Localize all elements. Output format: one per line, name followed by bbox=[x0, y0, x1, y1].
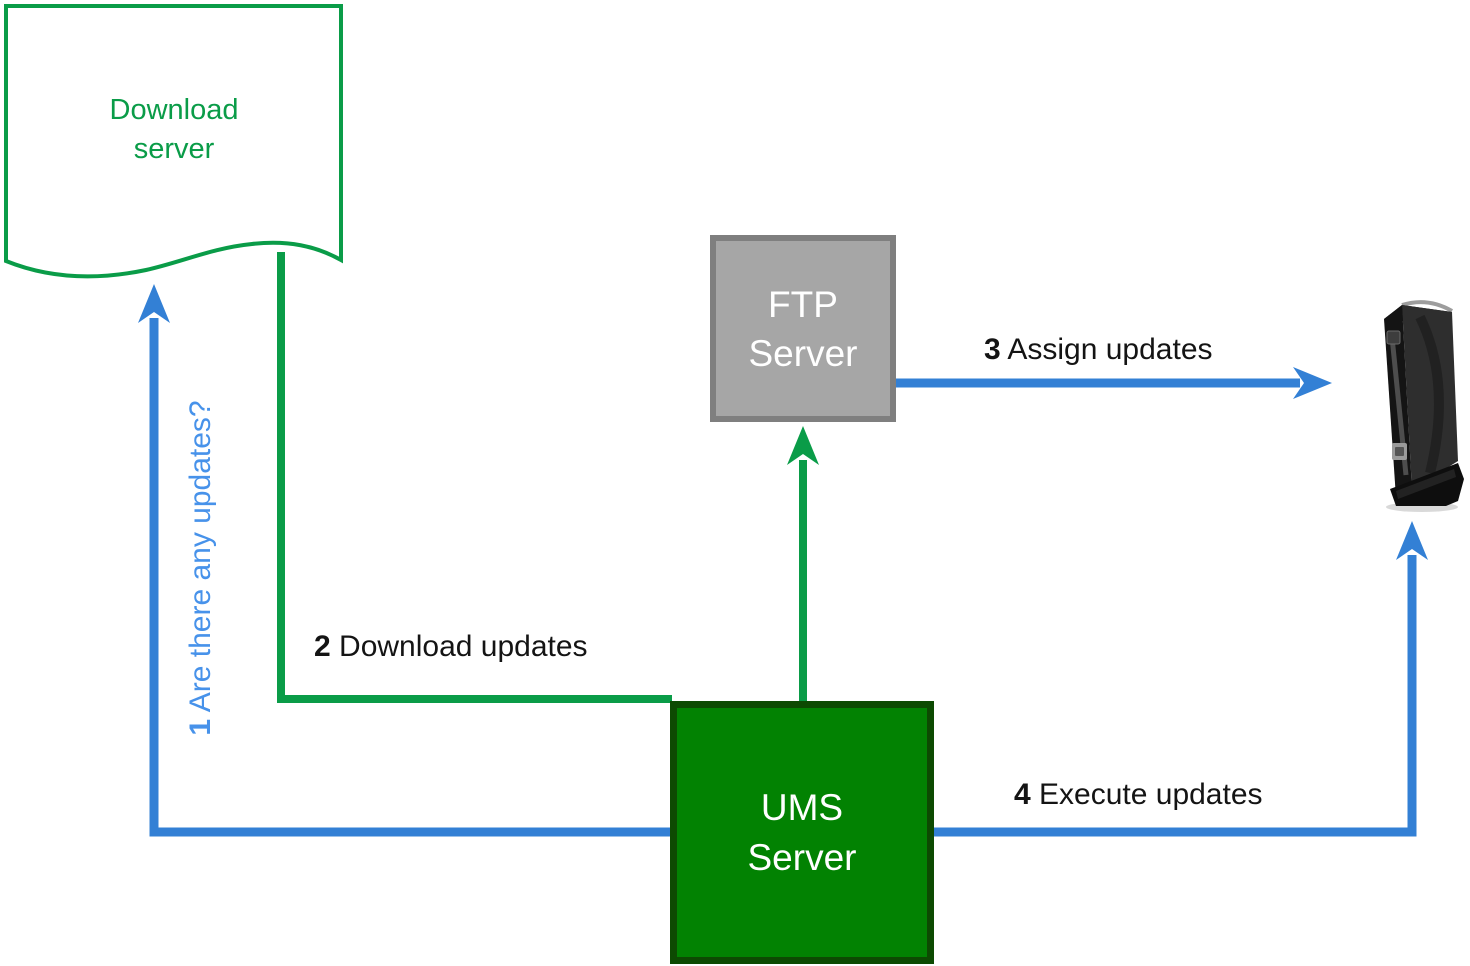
node-ftp-server: FTP Server bbox=[710, 235, 896, 422]
thin-client-tower-icon bbox=[1384, 300, 1464, 512]
step-2-text: Download updates bbox=[330, 630, 588, 663]
step-1-text: Are there any updates? bbox=[184, 400, 217, 719]
ftp-server-label-line2: Server bbox=[748, 332, 858, 374]
ums-to-ftp-connector bbox=[787, 426, 819, 703]
download-server-document-shape bbox=[3, 4, 343, 279]
step-3-number: 3 bbox=[984, 333, 1001, 366]
ums-server-label-line1: UMS bbox=[760, 786, 844, 828]
ums-server-label-line2: Server bbox=[747, 836, 857, 878]
step-2-label: 2 Download updates bbox=[314, 630, 588, 664]
step-2-number: 2 bbox=[314, 630, 331, 663]
node-ums-server: UMS Server bbox=[670, 701, 934, 964]
step-3-label: 3 Assign updates bbox=[984, 333, 1213, 367]
ftp-server-label-line1: FTP bbox=[768, 283, 838, 325]
step-1-label: 1 Are there any updates? bbox=[184, 380, 222, 756]
node-download-server: Download server bbox=[5, 5, 343, 255]
download-server-label-line1: Download bbox=[109, 94, 239, 126]
arrow-2-download-connector bbox=[277, 252, 672, 703]
step-4-number: 4 bbox=[1014, 778, 1031, 811]
download-server-label-line2: server bbox=[133, 133, 215, 165]
arrow-3-assign-connector bbox=[896, 367, 1332, 399]
arrow-4-execute-connector bbox=[933, 521, 1428, 837]
arrow-1-query-connector bbox=[138, 284, 672, 837]
step-4-label: 4 Execute updates bbox=[1014, 778, 1263, 812]
step-4-text: Execute updates bbox=[1030, 778, 1263, 811]
step-1-number: 1 bbox=[184, 718, 217, 736]
step-3-text: Assign updates bbox=[1000, 333, 1213, 366]
